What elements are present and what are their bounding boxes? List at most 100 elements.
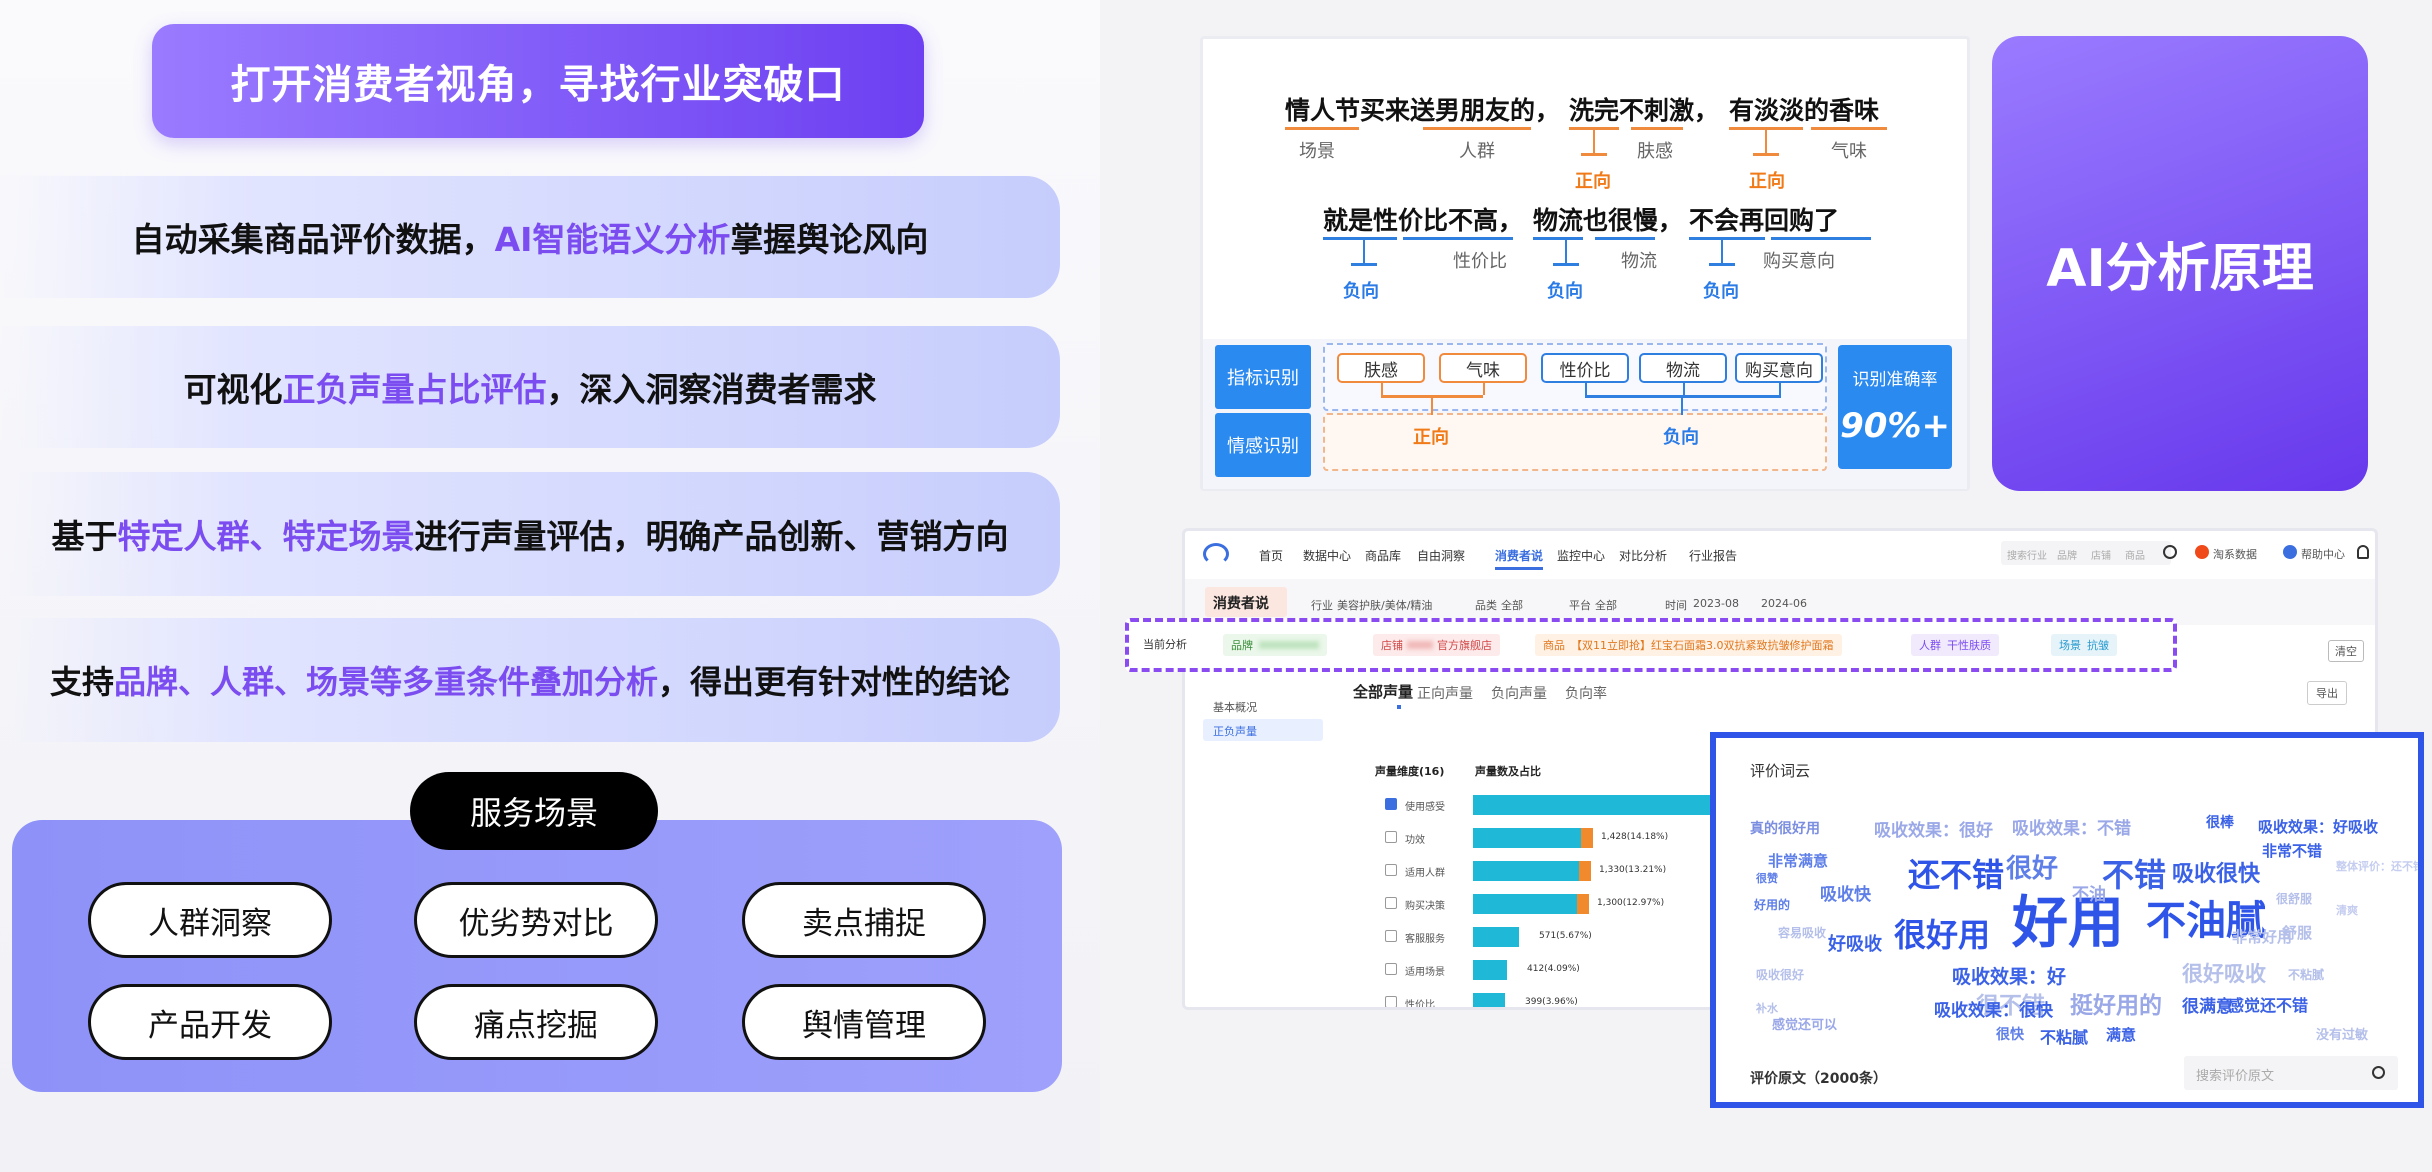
chip-scene-label: 场景 xyxy=(2059,639,2081,652)
feature-1-highlight: AI智能语义分析 xyxy=(494,220,731,259)
row-dimension-name: 客服服务 xyxy=(1405,934,1445,945)
feature-2-highlight: 正负声量占比评估 xyxy=(282,370,547,409)
help-center[interactable]: 帮助中心 xyxy=(2301,548,2345,561)
nav-consumer[interactable]: 消费者说 xyxy=(1495,549,1544,563)
tag-skin-feel: 肤感 xyxy=(1637,141,1673,162)
nav-monitor[interactable]: 监控中心 xyxy=(1557,549,1606,563)
chip-crowd[interactable]: 人群干性肤质 xyxy=(1911,634,1999,656)
page-title: 消费者说 xyxy=(1213,596,1269,612)
search-brand: 品牌 xyxy=(2057,551,2077,562)
word-cloud-word: 非常不错 xyxy=(2262,842,2323,860)
tag-purchase-intent: 购买意向 xyxy=(1763,251,1835,272)
chip-goods-value: 【双11立即抢】红宝石面霜3.0双抗紧致抗皱修护面霜 xyxy=(1571,639,1834,652)
service-pill-product-dev[interactable]: 产品开发 xyxy=(88,984,332,1060)
current-analysis-filter: 当前分析 品牌 店铺官方旗舰店 商品【双11立即抢】红宝石面霜3.0双抗紧致抗皱… xyxy=(1125,618,2177,672)
review-search-box[interactable] xyxy=(2184,1056,2398,1090)
account-icon[interactable] xyxy=(2357,545,2369,559)
search-icon[interactable] xyxy=(2372,1066,2385,1079)
headline-text: 打开消费者视角，寻找行业突破口 xyxy=(230,62,846,108)
connector xyxy=(1553,263,1579,266)
word-cloud-word: 很好 xyxy=(2006,854,2059,884)
underline xyxy=(1403,237,1513,240)
nav-industry-report[interactable]: 行业报告 xyxy=(1689,549,1738,563)
filter-industry-label: 行业 xyxy=(1311,599,1333,612)
word-cloud-word: 吸收效果：好吸收 xyxy=(2258,818,2379,836)
row-checkbox[interactable] xyxy=(1385,864,1397,876)
filter-platform-select[interactable]: 全部 xyxy=(1595,599,1617,612)
row-checkbox[interactable] xyxy=(1385,831,1397,843)
sentence-1c: 有淡淡的香味 xyxy=(1729,96,1880,125)
clear-button[interactable]: 清空 xyxy=(2328,640,2364,662)
underline xyxy=(1729,127,1803,130)
search-icon[interactable] xyxy=(2163,545,2177,559)
sentence-2b: 物流也很慢， xyxy=(1533,206,1684,235)
side-sentiment[interactable]: 正负声量 xyxy=(1213,725,1257,738)
feature-row-4: 支持品牌、人群、场景等多重条件叠加分析，得出更有针对性的结论 xyxy=(0,618,1060,742)
filter-category-select[interactable]: 全部 xyxy=(1501,599,1523,612)
chip-goods[interactable]: 商品【双11立即抢】红宝石面霜3.0双抗紧致抗皱修护面霜 xyxy=(1535,634,1842,656)
col-dimension: 声量维度(16) xyxy=(1375,765,1445,778)
logo-icon xyxy=(1203,543,1229,565)
service-scenarios-title: 服务场景 xyxy=(410,772,658,850)
global-search-box[interactable] xyxy=(2001,541,2171,565)
review-source-label: 评价原文（2000条） xyxy=(1750,1071,1887,1087)
word-cloud-word: 满意 xyxy=(2106,1026,2137,1044)
col-volume: 声量数及占比 xyxy=(1475,765,1541,778)
connector xyxy=(1681,395,1683,415)
nav-free-insight[interactable]: 自由洞察 xyxy=(1417,549,1466,563)
filter-time-start[interactable]: 2023-08 xyxy=(1693,597,1739,610)
feature-3-highlight: 特定人群、特定场景 xyxy=(117,517,415,556)
chip-scene[interactable]: 场景抗皱 xyxy=(2051,634,2117,656)
word-cloud-word: 很不错 xyxy=(1976,993,2045,1019)
volume-bar-negative xyxy=(1579,861,1591,881)
volume-bar xyxy=(1473,861,1579,881)
tag-negative-3: 负向 xyxy=(1703,281,1739,302)
side-overview[interactable]: 基本概况 xyxy=(1213,701,1257,714)
chip-skin-feel: 肤感 xyxy=(1337,353,1425,383)
word-cloud-word: 不粘腻 xyxy=(2288,968,2325,982)
tab-positive[interactable]: 正向声量 xyxy=(1417,686,1473,702)
service-pill-selling-point[interactable]: 卖点捕捉 xyxy=(742,882,986,958)
user-name[interactable]: 淘系数据 xyxy=(2213,548,2257,561)
chip-brand[interactable]: 品牌 xyxy=(1223,634,1327,656)
nav-home[interactable]: 首页 xyxy=(1259,549,1284,563)
accuracy-card: 识别准确率 90%+ xyxy=(1838,345,1952,469)
chip-shop[interactable]: 店铺官方旗舰店 xyxy=(1373,634,1500,656)
tab-negative[interactable]: 负向声量 xyxy=(1491,686,1547,702)
service-pill-compare[interactable]: 优劣势对比 xyxy=(414,882,658,958)
nav-data-center[interactable]: 数据中心 xyxy=(1303,549,1352,563)
word-cloud-word: 吸收效果：很快 xyxy=(1934,1001,2053,1021)
row-checkbox[interactable] xyxy=(1385,930,1397,942)
tab-negative-rate[interactable]: 负向率 xyxy=(1565,686,1607,702)
row-checkbox[interactable] xyxy=(1385,798,1397,810)
nav-product-library[interactable]: 商品库 xyxy=(1365,549,1402,563)
volume-bar xyxy=(1473,927,1519,947)
nav-compare[interactable]: 对比分析 xyxy=(1619,549,1668,563)
chip-smell: 气味 xyxy=(1439,353,1527,383)
word-cloud-word: 容易吸收 xyxy=(1778,926,1827,940)
filter-industry-select[interactable]: 美容护肤/美体/精油 xyxy=(1337,599,1433,612)
service-pill-public-opinion[interactable]: 舆情管理 xyxy=(742,984,986,1060)
export-button[interactable]: 导出 xyxy=(2307,681,2347,705)
filter-time-end[interactable]: 2024-06 xyxy=(1761,597,1807,610)
tag-negative-2: 负向 xyxy=(1547,281,1583,302)
service-pill-crowd-insight[interactable]: 人群洞察 xyxy=(88,882,332,958)
volume-label: 399(3.96%) xyxy=(1525,997,1578,1007)
row-checkbox[interactable] xyxy=(1385,963,1397,975)
row-checkbox[interactable] xyxy=(1385,996,1397,1007)
word-cloud-word: 还不错 xyxy=(1908,856,2005,894)
feature-4-pre: 支持 xyxy=(49,663,114,701)
word-cloud-word: 舒服 xyxy=(2282,924,2313,942)
tab-all[interactable]: 全部声量 xyxy=(1353,683,1414,701)
row-checkbox[interactable] xyxy=(1385,897,1397,909)
word-cloud-word: 吸收效果：很好 xyxy=(1874,821,1993,841)
tag-smell: 气味 xyxy=(1831,141,1867,162)
emotion-negative: 负向 xyxy=(1663,427,1699,448)
service-pill-pain-point[interactable]: 痛点挖掘 xyxy=(414,984,658,1060)
